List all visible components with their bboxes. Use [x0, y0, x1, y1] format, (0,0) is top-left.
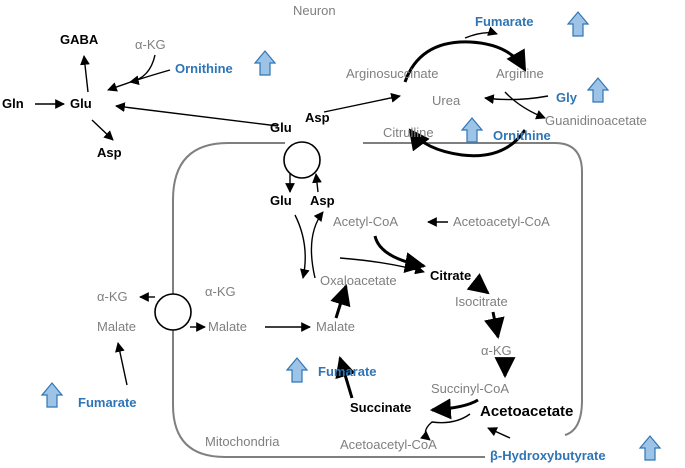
argininosuccinate-label: Arginosuccinate [346, 66, 439, 81]
malate-left-out-label: Malate [97, 319, 136, 334]
malate-akg-transporter [154, 293, 192, 331]
succinylcoa-label: Succinyl-CoA [431, 381, 509, 396]
akg-left-in-label: α-KG [205, 284, 236, 299]
up-arrow-icon [253, 50, 277, 76]
citrate-label: Citrate [430, 268, 471, 283]
asp-low-label: Asp [310, 193, 335, 208]
asp-mid-label: Asp [305, 110, 330, 125]
up-arrow-icon [285, 357, 309, 383]
up-arrow-icon [566, 11, 590, 37]
glu-left-label: Glu [70, 96, 92, 111]
citrulline-label: Citrulline [383, 125, 434, 140]
hydroxybutyrate-label: β-Hydroxybutyrate [490, 448, 606, 463]
neuron-label: Neuron [293, 3, 336, 18]
glu-mid-label: Glu [270, 120, 292, 135]
up-arrow-icon [460, 117, 484, 143]
gly-label: Gly [556, 90, 578, 105]
akg-top-label: α-KG [135, 37, 166, 52]
ornithine-top-label: Ornithine [175, 61, 233, 76]
malate-left-in-label: Malate [208, 319, 247, 334]
gln-label: Gln [2, 96, 24, 111]
isocitrate-label: Isocitrate [455, 294, 508, 309]
gaba-label: GABA [60, 32, 99, 47]
ornithine-right-label: Ornithine [493, 128, 551, 143]
up-arrow-icon [638, 435, 662, 461]
mitochondria-label: Mitochondria [205, 434, 280, 449]
succinate-label: Succinate [350, 400, 411, 415]
acetoacetylcoa-top-label: Acetoacetyl-CoA [453, 214, 550, 229]
fumarate-center-label: Fumarate [318, 364, 377, 379]
guanidinoacetate-label: Guanidinoacetate [545, 113, 647, 128]
urea-label: Urea [432, 93, 461, 108]
fumarate-left-label: Fumarate [78, 395, 137, 410]
malate-center-label: Malate [316, 319, 355, 334]
glu-asp-transporter [283, 141, 321, 179]
up-arrow-icon [586, 77, 610, 103]
mitochondria-membrane [172, 142, 583, 458]
akg-right-label: α-KG [481, 343, 512, 358]
asp-left-label: Asp [97, 145, 122, 160]
arginine-label: Arginine [496, 66, 544, 81]
fumarate-top-label: Fumarate [475, 14, 534, 29]
up-arrow-icon [40, 382, 64, 408]
glu-low-label: Glu [270, 193, 292, 208]
acetoacetylcoa-bottom-label: Acetoacetyl-CoA [340, 437, 437, 452]
oxaloacetate-label: Oxaloacetate [320, 273, 397, 288]
akg-left-out-label: α-KG [97, 289, 128, 304]
acetylcoa-label: Acetyl-CoA [333, 214, 398, 229]
acetoacetate-label: Acetoacetate [480, 403, 573, 420]
